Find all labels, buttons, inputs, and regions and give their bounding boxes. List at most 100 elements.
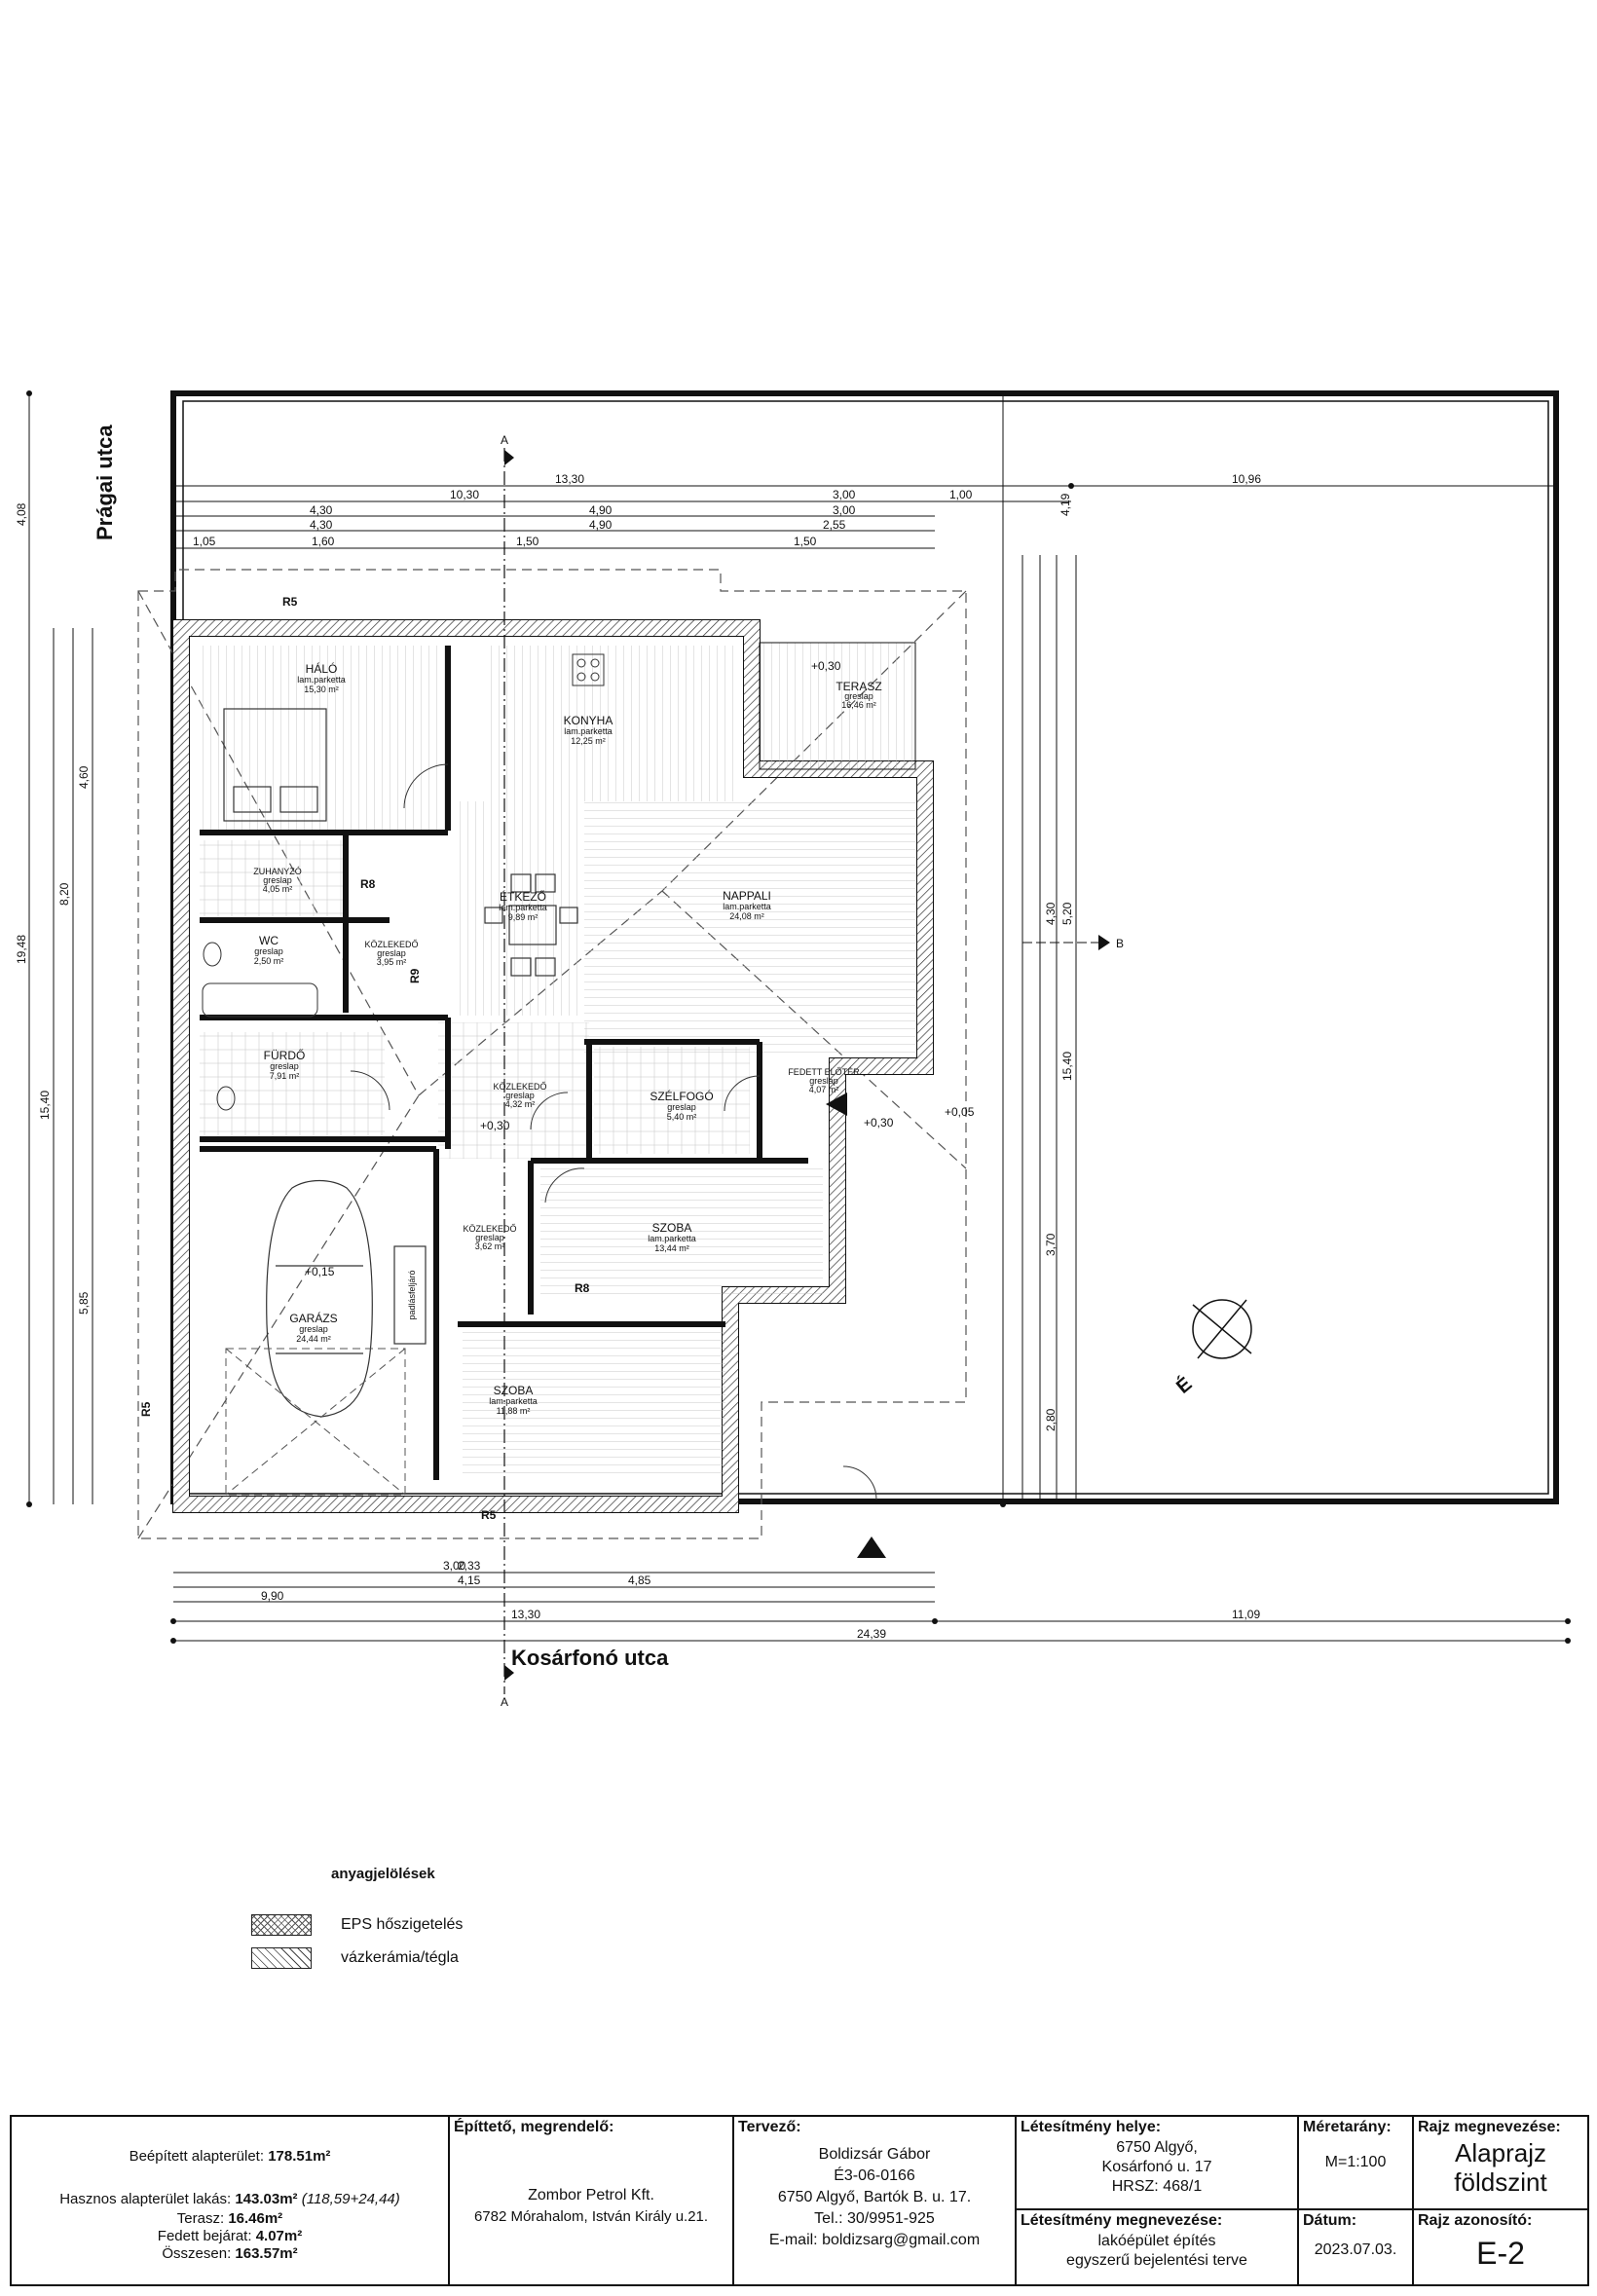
- tb-letesitmeny: Létesítmény helye: 6750 Algyő, Kosárfonó…: [1017, 2117, 1299, 2284]
- room-terasz-floor: greslap: [844, 691, 873, 701]
- dim-right-15-40: 15,40: [1060, 1052, 1074, 1081]
- room-szoba2-area: 11,88 m²: [497, 1406, 531, 1416]
- dim-bot-3-00: 3,00: [443, 1559, 466, 1573]
- room-kozl3-area: 3,62 m²: [475, 1241, 505, 1251]
- tb-meretarany: Méretarány: M=1:100 Dátum: 2023.07.03.: [1299, 2117, 1414, 2284]
- terrace: [759, 642, 916, 770]
- dim-bot-11-09: 11,09: [1232, 1608, 1260, 1621]
- car-outline: [266, 1179, 373, 1418]
- tervezo-email: E-mail: boldizsarg@gmail.com: [768, 2232, 981, 2248]
- tervezo-id: É3-06-0166: [834, 2167, 915, 2184]
- rajz-megnev-2: földszint: [1454, 2167, 1547, 2197]
- room-etkezo-area: 9,89 m²: [508, 912, 539, 922]
- bed: [223, 708, 327, 822]
- brick-swatch: [251, 1947, 312, 1969]
- dim-right-5-20: 5,20: [1060, 902, 1074, 925]
- section-a-marker-top: [504, 450, 514, 465]
- dim-right-3-70: 3,70: [1044, 1233, 1058, 1256]
- room-zuhanyzo-area: 4,05 m²: [263, 884, 293, 894]
- level-garazs: +0,15: [305, 1265, 335, 1278]
- room-kozl2-name: KÖZLEKEDŐ: [493, 1082, 546, 1092]
- dim-top-3-00: 3,00: [833, 488, 856, 501]
- room-konyha-name: KONYHA: [564, 714, 613, 727]
- epitteto-heading: Építtető, megrendelő:: [454, 2119, 614, 2135]
- dimension-texts: 13,30 10,30 3,00 1,00 10,96 4,30 4,90 3,…: [15, 472, 1261, 1641]
- dim-left-4-08: 4,08: [15, 502, 28, 526]
- dim-bot-2-33: 2,33: [458, 1559, 481, 1573]
- attic-hatch: [393, 1245, 427, 1345]
- room-furdo-area: 7,91 m²: [270, 1071, 300, 1081]
- room-garazs-area: 24,44 m²: [296, 1334, 331, 1344]
- dim-left-4-60: 4,60: [77, 765, 91, 789]
- room-garazs-floor: greslap: [299, 1324, 328, 1334]
- tervezo-addr: 6750 Algyő, Bartók B. u. 17.: [777, 2189, 972, 2205]
- rajz-megnev-1: Alaprajz: [1455, 2138, 1546, 2167]
- level-kozl: +0,30: [480, 1119, 510, 1132]
- dim-bot-4-85: 4,85: [628, 1574, 651, 1587]
- dim-right-4-19: 4,19: [1058, 493, 1072, 516]
- dim-left-19-48: 19,48: [15, 935, 28, 964]
- room-kozl2-floor: greslap: [505, 1091, 535, 1100]
- north-arrow: [1192, 1299, 1252, 1359]
- section-b-label: B: [1116, 937, 1124, 950]
- epitteto-name: Zombor Petrol Kft.: [528, 2187, 654, 2203]
- room-fedett-name: FEDETT ELŐTÉR: [788, 1067, 860, 1077]
- room-etkezo-floor: lam.parketta: [499, 903, 547, 912]
- dim-row4-b: 1,60: [312, 535, 335, 548]
- area-hasznos: Hasznos alapterület lakás: 143.03m² (118…: [59, 2191, 400, 2207]
- tervezo-heading: Tervező:: [738, 2119, 801, 2135]
- megnev-2: egyszerű bejelentési terve: [1066, 2252, 1247, 2269]
- door-swings: [350, 763, 877, 1500]
- room-kozl3-floor: greslap: [475, 1233, 504, 1242]
- room-kozl1-name: KÖZLEKEDŐ: [364, 940, 418, 949]
- legend-item-eps: EPS hőszigetelés: [251, 1914, 463, 1936]
- level-marks: +0,30 +0,30 +0,30 +0,05 +0,15: [305, 659, 975, 1278]
- dim-bot-13-30: 13,30: [511, 1608, 540, 1621]
- rajz-azon-heading: Rajz azonosító:: [1418, 2212, 1533, 2229]
- dim-row3-4-90: 4,90: [589, 518, 613, 532]
- room-etkezo-name: ÉTKEZŐ: [500, 889, 546, 904]
- floor-fills: [200, 646, 915, 1480]
- r5-label-bottom: R5: [481, 1508, 497, 1522]
- room-wc-name: WC: [259, 934, 279, 947]
- room-szelfogo-floor: greslap: [667, 1102, 696, 1112]
- hely-2: Kosárfonó u. 17: [1101, 2159, 1212, 2175]
- room-terasz-name: TERASZ: [836, 680, 881, 693]
- room-wc-area: 2,50 m²: [254, 956, 284, 966]
- room-halo-floor: lam.parketta: [297, 675, 346, 685]
- room-szoba2-floor: lam.parketta: [489, 1396, 538, 1406]
- room-halo-area: 15,30 m²: [304, 685, 339, 694]
- hely-heading: Létesítmény helye:: [1021, 2119, 1162, 2135]
- level-fedett: +0,30: [864, 1116, 894, 1129]
- dim-left-15-40: 15,40: [38, 1091, 52, 1120]
- room-zuhanyzo-name: ZUHANYZÓ: [253, 867, 302, 876]
- street-bottom: Kosárfonó utca: [511, 1646, 669, 1670]
- interior-walls: [200, 646, 808, 1480]
- dim-row2-3-00: 3,00: [833, 503, 856, 517]
- meretarany-value: M=1:100: [1324, 2154, 1387, 2170]
- tervezo-tel: Tel.: 30/9951-925: [814, 2210, 935, 2227]
- dim-row3-4-30: 4,30: [310, 518, 333, 532]
- legend-label-brick: vázkerámia/tégla: [341, 1949, 459, 1966]
- dim-row4-a: 1,05: [193, 535, 216, 548]
- area-osszesen: Összesen: 163.57m²: [162, 2245, 298, 2262]
- room-szelfogo-name: SZÉLFOGÓ: [650, 1089, 713, 1103]
- north-label: É: [1171, 1373, 1196, 1398]
- room-fedett-area: 4,07 m²: [809, 1085, 839, 1094]
- wc-bowl-2: [216, 1086, 236, 1111]
- room-fedett-floor: greslap: [809, 1076, 838, 1086]
- room-nappali-floor: lam.parketta: [723, 902, 771, 911]
- area-fedett: Fedett bejárat: 4.07m²: [157, 2228, 303, 2244]
- title-block: Beépített alapterület: 178.51m² Hasznos …: [10, 2115, 1589, 2286]
- rajz-azon-value: E-2: [1476, 2236, 1525, 2271]
- room-nappali-name: NAPPALI: [723, 889, 771, 903]
- tb-epitteto: Építtető, megrendelő: Zombor Petrol Kft.…: [450, 2117, 734, 2284]
- legend-title: anyagjelölések: [331, 1866, 435, 1882]
- epitteto-addr: 6782 Mórahalom, István Király u.21.: [473, 2208, 709, 2225]
- dim-left-8-20: 8,20: [57, 882, 71, 906]
- entrance-arrow: [826, 1092, 847, 1116]
- dim-row3-2-55: 2,55: [823, 518, 846, 532]
- dim-row2-4-90: 4,90: [589, 503, 613, 517]
- room-zuhanyzo-floor: greslap: [263, 875, 292, 885]
- room-kozl3-name: KÖZLEKEDŐ: [463, 1224, 516, 1234]
